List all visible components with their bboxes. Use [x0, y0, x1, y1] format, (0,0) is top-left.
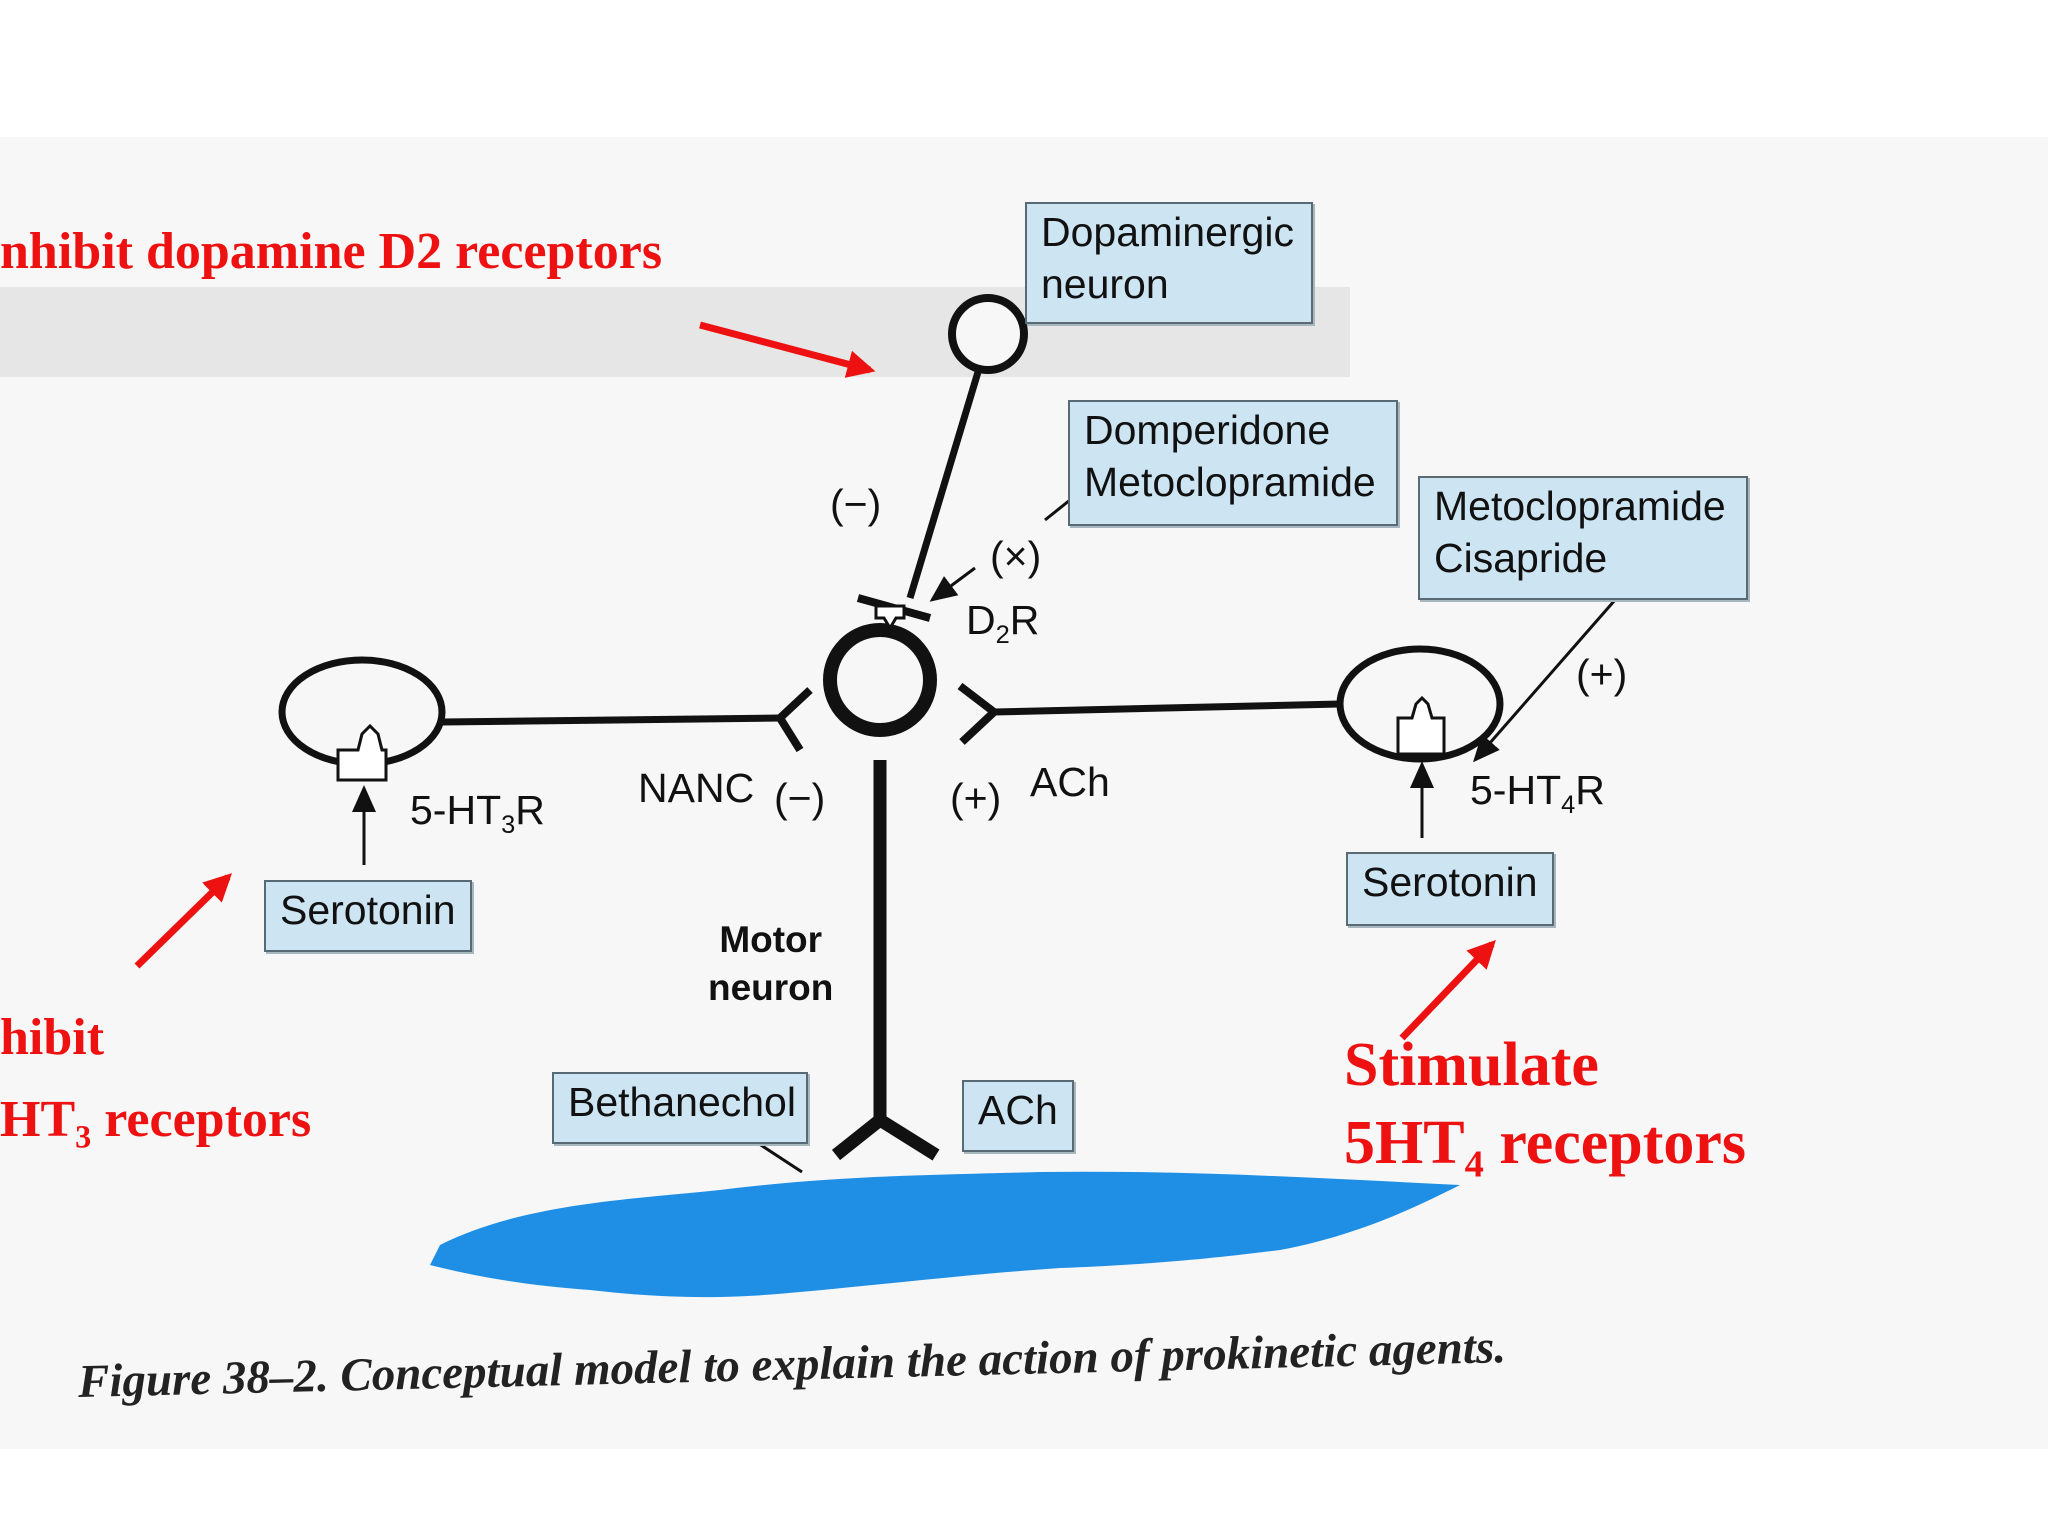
motor-neuron-line: Motor: [719, 919, 823, 960]
nanc-synapse: [774, 687, 813, 753]
annotation-5ht4-sub: 4: [1464, 1143, 1484, 1186]
right-neuron-axon: [993, 700, 1341, 716]
annotation-stimulate-line2: 5HT4 receptors: [1344, 1112, 1746, 1184]
annotation-5ht3-sub: 3: [75, 1118, 92, 1155]
nanc-label: NANC: [638, 765, 755, 811]
box-line: Cisapride: [1434, 535, 1608, 581]
box-line: Domperidone: [1084, 407, 1331, 453]
ach-label: ACh: [1030, 759, 1110, 805]
smooth-muscle-shape: [430, 1171, 1460, 1298]
5ht3r-tail: R: [515, 787, 545, 833]
annotation-5ht4-main: 5HT: [1344, 1109, 1465, 1177]
box-line: Dopaminergic: [1041, 209, 1294, 255]
cisapride-arrow: [1473, 599, 1617, 763]
5ht4r-label: 5-HT4R: [1470, 770, 1605, 819]
5ht3r-label: 5-HT3R: [410, 790, 545, 839]
ach-synapse: [957, 682, 1001, 745]
annotation-inhibit-5ht3-line1: hibit: [0, 1009, 105, 1066]
d2r-sub: 2: [995, 621, 1010, 650]
box-line: Bethanechol: [568, 1079, 796, 1125]
d2r-tail: R: [1009, 597, 1040, 643]
annotation-inhibit-5ht3-line2: HT3 receptors: [0, 1094, 311, 1153]
serotonin-left-box: Serotonin: [264, 880, 472, 952]
annotation-5ht3-tail: receptors: [91, 1091, 312, 1148]
box-line: Metoclopramide: [1434, 483, 1726, 529]
red-arrow-d2: [699, 321, 876, 378]
serotonin-right-box: Serotonin: [1346, 852, 1554, 926]
box-line: Serotonin: [1362, 859, 1538, 905]
minus-sign-nanc: (−): [774, 775, 826, 821]
annotation-5ht4-tail: receptors: [1483, 1109, 1747, 1177]
minus-sign-dopamine: (−): [830, 481, 882, 527]
ach-box: ACh: [962, 1080, 1074, 1152]
d2r-label: D2R: [966, 600, 1039, 649]
blocked-mark: (×): [990, 533, 1042, 579]
red-arrow-5ht4: [1399, 939, 1496, 1041]
axon-terminal: [831, 1112, 940, 1161]
bethanechol-box: Bethanechol: [552, 1072, 808, 1144]
5ht3-receptor-symbol: [336, 723, 388, 782]
5ht4r-tail: R: [1575, 767, 1605, 813]
plus-sign-ach: (+): [950, 775, 1002, 821]
motor-neuron-soma: [823, 623, 937, 737]
5ht4r-sub: 4: [1561, 791, 1576, 820]
left-neuron-axon: [441, 714, 781, 726]
dopaminergic-soma: [948, 294, 1028, 374]
dopaminergic-axon: [906, 370, 982, 600]
5ht4-receptor-symbol: [1396, 695, 1446, 756]
annotation-stimulate-line1: Stimulate: [1344, 1031, 1599, 1099]
domperidone-metoclopramide-box: Domperidone Metoclopramide: [1068, 400, 1398, 526]
plus-sign-cisapride: (+): [1576, 651, 1628, 697]
box-line: Metoclopramide: [1084, 459, 1376, 505]
5ht3r-sub: 3: [501, 811, 516, 840]
annotation-5ht3-main: HT: [0, 1091, 76, 1148]
dopaminergic-neuron-box: Dopaminergic neuron: [1025, 202, 1313, 324]
5ht3r-main: 5-HT: [410, 787, 502, 833]
d2-receptor-symbol: [874, 604, 906, 631]
metoclopramide-cisapride-box: Metoclopramide Cisapride: [1418, 476, 1748, 600]
box-line: Serotonin: [280, 887, 456, 933]
motor-neuron-line: neuron: [708, 967, 834, 1008]
red-arrow-5ht3: [134, 873, 233, 969]
annotation-inhibit-d2: nhibit dopamine D2 receptors: [0, 223, 663, 280]
box-line: ACh: [978, 1087, 1058, 1133]
d2r-main: D: [966, 597, 996, 643]
x-mark-arrow: [929, 566, 976, 602]
5ht4r-main: 5-HT: [1470, 767, 1562, 813]
box-line: neuron: [1041, 261, 1169, 307]
motor-neuron-label: Motor neuron: [708, 916, 833, 1012]
domperidone-leader-line: [1044, 498, 1071, 522]
